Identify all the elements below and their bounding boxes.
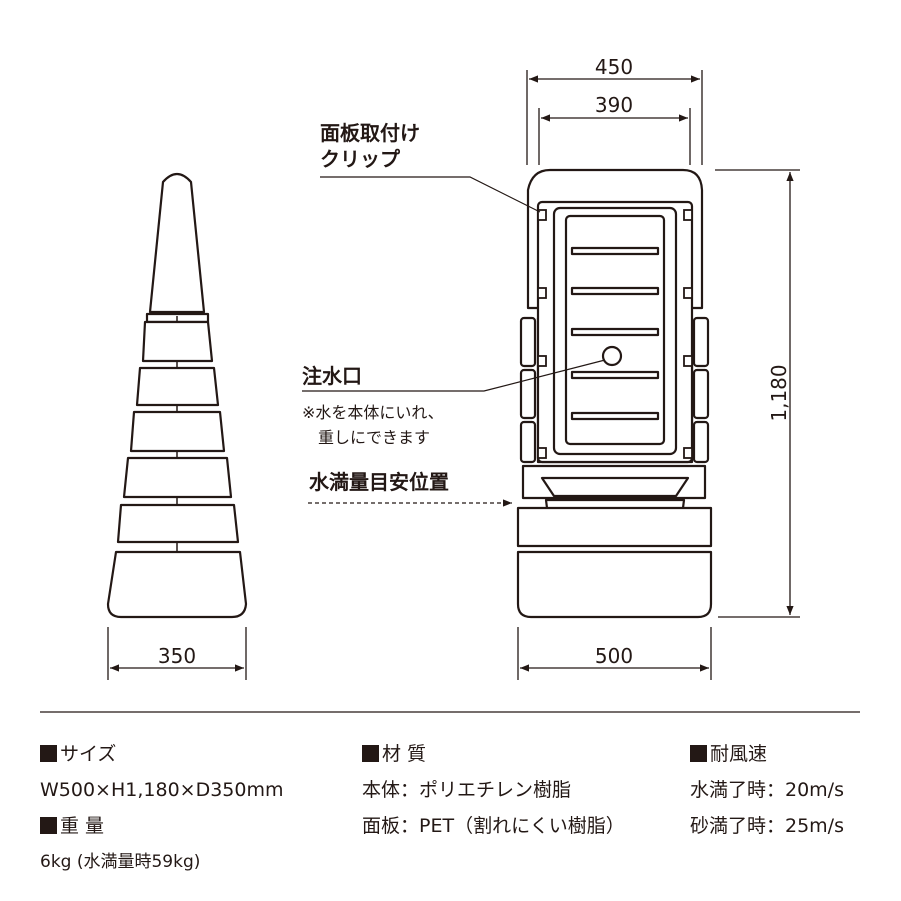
size-value: W500×H1,180×D350mm [40, 779, 284, 801]
front-view [516, 168, 713, 619]
wind-sand: 砂満了時：25m/s [690, 815, 844, 837]
spec-column-size: サイズ W500×H1,180×D350mm 重 量 6kg (水満量時59kg… [40, 736, 283, 880]
heading-square-icon [40, 817, 57, 834]
front-width-label: 500 [595, 644, 633, 668]
spec-column-wind: 耐風速 水満了時：20m/s 砂満了時：25m/s [690, 736, 844, 844]
top-outer-label: 450 [595, 55, 633, 79]
side-view-tier-3 [129, 410, 226, 453]
height-dimension [715, 169, 800, 618]
top-inner-dimension [538, 108, 691, 165]
side-view-tier-1 [141, 320, 214, 363]
height-label: 1,180 [767, 364, 791, 421]
top-outer-dimension [526, 70, 703, 165]
side-width-label: 350 [158, 644, 196, 668]
material-body: 本体：ポリエチレン樹脂 [362, 779, 572, 801]
clip-callout-line1: 面板取付け [320, 121, 420, 145]
top-inner-label: 390 [595, 93, 633, 117]
side-view-base [106, 550, 248, 619]
water-level-callout: 水満量目安位置 [309, 470, 449, 494]
clip-callout-line2: クリップ [320, 147, 401, 171]
inlet-callout-note1: ※水を本体にいれ、 [302, 403, 444, 422]
inlet-callout-title: 注水口 [302, 364, 362, 388]
weight-heading: 重 量 [40, 808, 283, 844]
clip-leader-line [320, 176, 541, 213]
side-view [106, 172, 248, 619]
side-view-tier-5 [116, 503, 240, 544]
material-panel: 面板：PET（割れにくい樹脂） [362, 815, 625, 837]
side-view-tip [148, 172, 206, 314]
heading-square-icon [690, 745, 707, 762]
inlet-leader-line [302, 359, 606, 392]
spec-column-material: 材 質 本体：ポリエチレン樹脂 面板：PET（割れにくい樹脂） [362, 736, 625, 844]
side-width-dimension [107, 627, 247, 680]
wind-heading: 耐風速 [690, 736, 844, 772]
inlet-callout-note2: 重しにできます [318, 428, 430, 447]
wind-water: 水満了時：20m/s [690, 779, 844, 801]
water-inlet [601, 345, 623, 367]
side-view-tier-4 [122, 456, 233, 499]
size-heading: サイズ [40, 736, 283, 772]
front-width-dimension [517, 627, 712, 680]
front-view-base [516, 506, 713, 548]
weight-value: 6kg (水満量時59kg) [40, 852, 201, 872]
side-view-tier-2 [135, 366, 220, 407]
material-heading: 材 質 [362, 736, 625, 772]
panel-clips [537, 209, 693, 459]
heading-square-icon [362, 745, 379, 762]
heading-square-icon [40, 745, 57, 762]
